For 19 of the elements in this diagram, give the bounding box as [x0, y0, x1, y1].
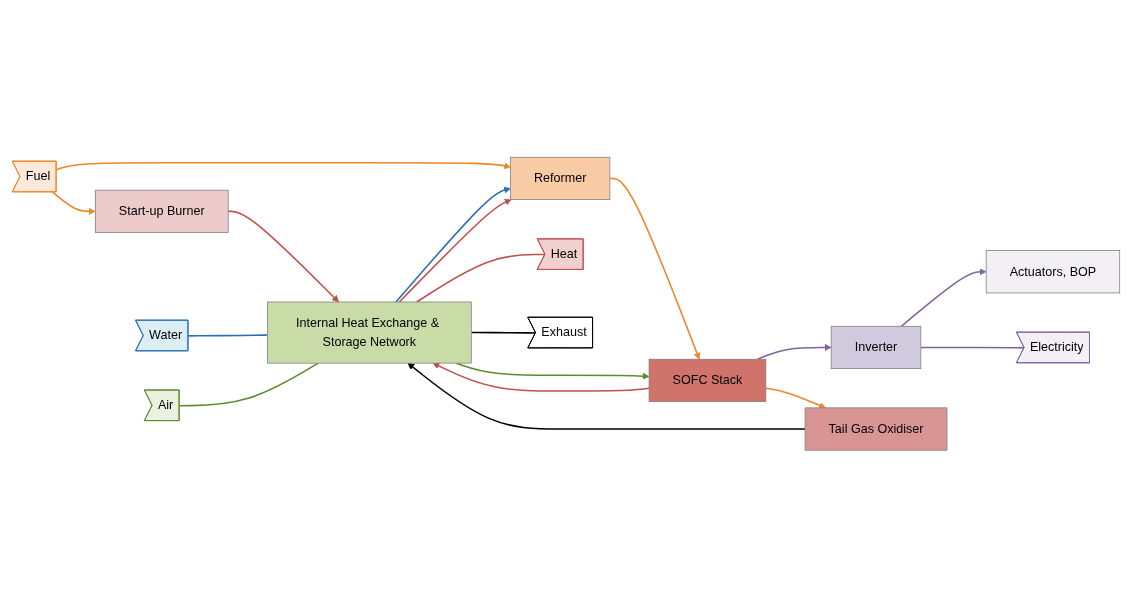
arrow — [900, 268, 987, 327]
node-box: Start-up Burner — [94, 189, 229, 233]
connector — [187, 334, 269, 337]
node-box: Reformer — [510, 156, 611, 200]
arrow — [407, 362, 806, 430]
arrow — [609, 177, 701, 360]
node-box: Actuators, BOP — [985, 250, 1121, 294]
arrow — [765, 387, 826, 409]
connector — [178, 362, 319, 407]
connector — [470, 331, 537, 334]
arrow — [55, 161, 511, 171]
node-box: Inverter — [830, 325, 922, 369]
node-box: Tail Gas Oxidiser — [804, 407, 948, 451]
arrow — [432, 362, 650, 392]
node-box: Internal Heat Exchange & Storage Network — [267, 301, 472, 364]
arrow — [52, 191, 96, 215]
arrow — [227, 210, 339, 303]
node-box: SOFC Stack — [648, 358, 767, 402]
arrow — [455, 362, 650, 380]
